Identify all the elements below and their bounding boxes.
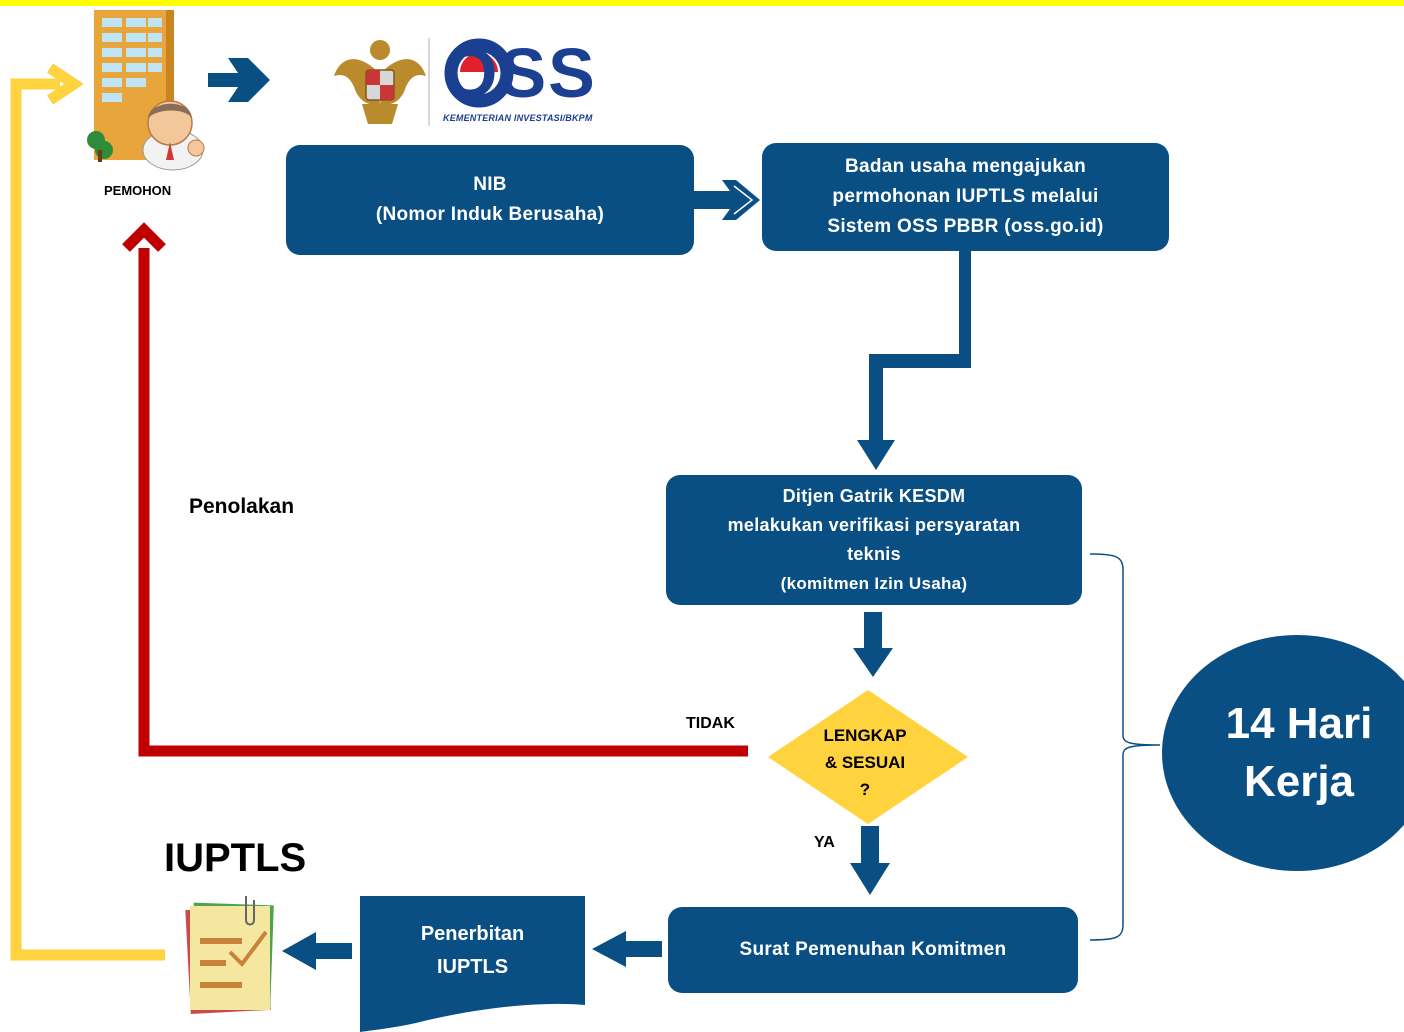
logo-divider [428, 38, 430, 126]
decision-line-1: LENGKAP [823, 726, 907, 745]
no-label: TIDAK [686, 715, 735, 732]
decision-line-3: ? [859, 780, 871, 799]
applicant-arrow [208, 58, 270, 102]
step-verify-line-3: teknis [847, 544, 901, 564]
step-apply-line-1: Badan usaha mengajukan [844, 156, 1086, 177]
issuance-shape [360, 896, 585, 1032]
oss-logo-subtitle: KEMENTERIAN INVESTASI/BKPM [443, 113, 593, 123]
decision-diamond [768, 690, 968, 824]
step-issuance-text: Penerbitan IUPTLS [360, 918, 585, 984]
rejection-arrowhead [122, 222, 166, 252]
nib-arrow [694, 180, 760, 220]
decision-text: LENGKAP & SESUAI ? [790, 722, 940, 803]
step-letter-label: Surat Pemenuhan Komitmen [739, 939, 1007, 960]
step-issuance-line-1: Penerbitan [420, 923, 525, 945]
certificate-icon [185, 896, 274, 1015]
letter-arrow [592, 931, 662, 967]
step-verify-line-2: melakukan verifikasi persyaratan [727, 515, 1021, 535]
decision-line-2: & SESUAI [824, 753, 906, 772]
yes-label: YA [814, 834, 835, 851]
oss-logo-text: OOSS [443, 34, 597, 112]
verify-arrow [853, 612, 893, 677]
step-apply-line-3: Sistem OSS PBBR (oss.go.id) [827, 216, 1104, 237]
garuda-emblem [334, 40, 426, 124]
step-nib-line-2: (Nomor Induk Berusaha) [375, 204, 605, 225]
oss-dot-icon [444, 38, 514, 108]
duration-line-2: Kerja [1243, 757, 1355, 806]
step-letter: Surat Pemenuhan Komitmen [668, 907, 1078, 993]
rejection-label: Penolakan [189, 495, 295, 518]
top-banner [0, 0, 1404, 6]
elbow-arrow [857, 250, 971, 470]
step-apply-line-2: permohonan IUPTLS melalui [832, 186, 1099, 207]
result-title: IUPTLS [164, 836, 307, 880]
duration-brace [1089, 553, 1161, 941]
return-line [10, 78, 165, 961]
step-verify-line-1: Ditjen Gatrik KESDM [782, 486, 966, 506]
applicant-label: PEMOHON [104, 183, 172, 198]
step-nib-line-1: NIB [473, 174, 507, 195]
step-issuance-line-2: IUPTLS [436, 956, 509, 978]
return-arrowhead [46, 63, 84, 105]
step-apply: Badan usaha mengajukan permohonan IUPTLS… [762, 143, 1169, 251]
yes-arrow [850, 826, 890, 895]
rejection-line [138, 248, 748, 757]
step-verify: Ditjen Gatrik KESDM melakukan verifikasi… [666, 475, 1082, 605]
duration-circle: 14 Hari Kerja [1162, 635, 1404, 871]
duration-line-1: 14 Hari [1225, 699, 1373, 748]
applicant-icon [87, 10, 205, 171]
issuance-arrow [282, 932, 352, 970]
step-nib: NIB (Nomor Induk Berusaha) [286, 145, 694, 255]
step-verify-line-4: (komitmen Izin Usaha) [780, 574, 968, 593]
